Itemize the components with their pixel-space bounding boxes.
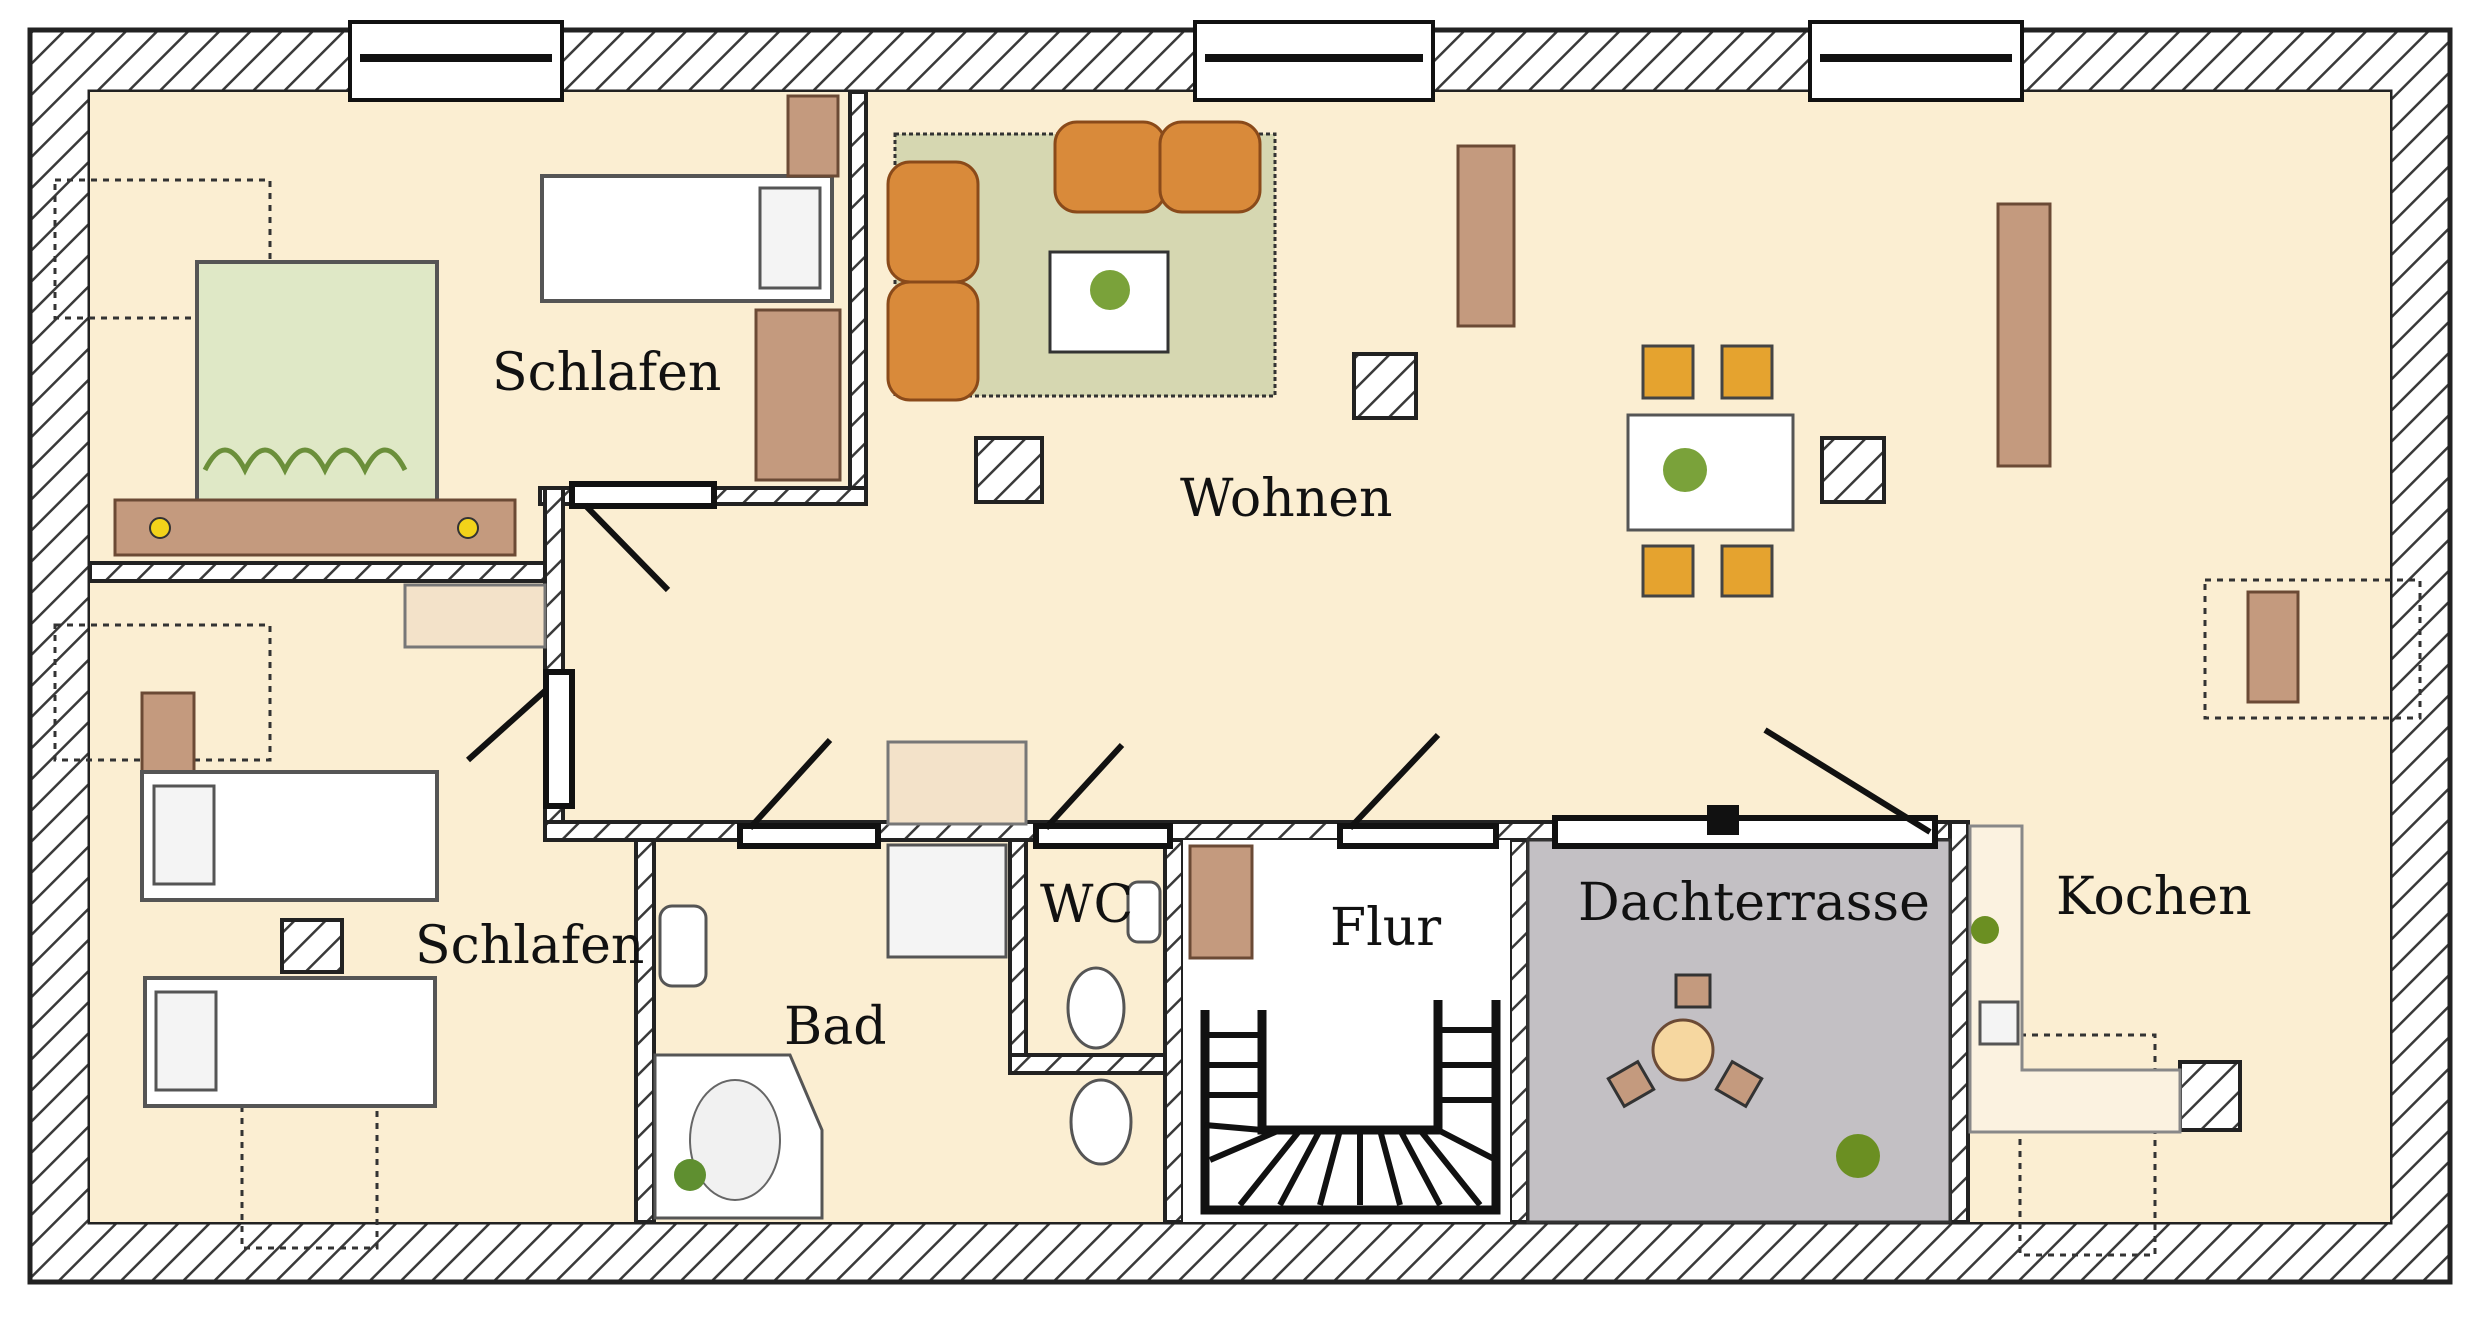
door-frame <box>1033 823 1173 849</box>
door-frame <box>1552 815 1938 849</box>
skylight-outline <box>2018 1033 2157 1257</box>
room-label-wc: WC <box>1040 875 1133 935</box>
toilet-icon <box>1066 966 1126 1050</box>
chair-icon <box>1720 544 1774 598</box>
pillar-icon <box>1820 436 1886 504</box>
door-swing-icon <box>1347 732 1441 831</box>
chair-icon <box>1674 973 1712 1009</box>
doors <box>465 481 1938 849</box>
pillar-icon <box>1352 352 1418 420</box>
door-swing-icon <box>747 737 833 831</box>
door-swing-icon <box>1763 727 1932 835</box>
cabinet <box>1188 844 1254 960</box>
bedside-lamp-icon <box>457 517 479 539</box>
plant-icon <box>674 1159 706 1191</box>
pillow-icon <box>152 784 216 886</box>
interior-walls <box>88 90 1970 1224</box>
skylight-outline <box>240 1028 379 1250</box>
windows <box>348 20 2024 102</box>
armchair-icon <box>886 280 980 402</box>
dresser <box>403 583 547 649</box>
bedside-lamp-icon <box>149 517 171 539</box>
shower-tray <box>886 843 1008 959</box>
room-label-schlafen-top: Schlafen <box>492 343 721 403</box>
room-label-schlafen-bottom: Schlafen <box>415 916 644 976</box>
pillar-icon <box>974 436 1044 504</box>
armchair-icon <box>886 160 980 284</box>
bench <box>886 740 1028 826</box>
dining-table <box>1626 413 1795 532</box>
room-label-flur: Flur <box>1330 898 1441 958</box>
living-room-furniture <box>886 120 2300 826</box>
washbasin-icon <box>1126 880 1162 944</box>
door-frame <box>1337 823 1499 849</box>
plant-icon <box>1836 1134 1880 1178</box>
door-frame <box>543 669 575 809</box>
wall-bedroom-divider <box>88 561 548 583</box>
wall-bath-left <box>634 838 656 1224</box>
plant-icon <box>1971 916 1999 944</box>
door-swing-icon <box>582 502 671 593</box>
skylight-outline <box>2203 578 2422 720</box>
window-3 <box>1808 20 2024 102</box>
chair-icon <box>1641 344 1695 400</box>
cabinet <box>2246 590 2300 704</box>
sofa-icon <box>1158 120 1262 214</box>
pillow-icon <box>154 990 218 1092</box>
room-label-kochen: Kochen <box>2056 867 2252 927</box>
washbasin-icon <box>658 904 708 988</box>
bathtub-basin <box>689 1079 781 1201</box>
plant-icon <box>1663 448 1707 492</box>
stair-steps <box>1204 1027 1498 1207</box>
chair-icon <box>1606 1059 1656 1109</box>
kitchen-counter <box>1968 824 2182 1134</box>
cabinet <box>140 691 196 780</box>
plant-icon <box>1090 270 1130 310</box>
pillow-icon <box>758 186 822 290</box>
kitchen-furniture <box>1968 824 2182 1134</box>
bath-furniture <box>653 843 1254 1220</box>
bed-blanket-fringe-icon <box>202 447 408 476</box>
pillars <box>280 352 2242 1132</box>
wall-wc-bottom <box>1008 1053 1167 1075</box>
wall-terrace-right <box>1948 820 1970 1224</box>
door-frame <box>737 823 881 849</box>
wall-bath-wc-right <box>1163 838 1185 1224</box>
window-1 <box>348 20 564 102</box>
wall-top-bedroom-living-vertical <box>848 90 868 504</box>
room-label-dachterrasse: Dachterrasse <box>1578 873 1930 933</box>
sofa-icon <box>1053 120 1167 214</box>
wall-wc-left <box>1008 838 1028 1062</box>
sideboard <box>1996 202 2052 468</box>
round-table <box>1651 1018 1715 1082</box>
door-swing-icon <box>1043 742 1125 831</box>
bedroom-bottom-furniture <box>140 583 547 1108</box>
bedroom-top-furniture <box>113 94 842 557</box>
room-label-wohnen: Wohnen <box>1180 469 1392 529</box>
wall-flur-right <box>1508 838 1530 1224</box>
chair-icon <box>1714 1059 1764 1109</box>
chair-icon <box>1641 544 1695 598</box>
sink-icon <box>1978 1000 2020 1046</box>
door-handle-icon <box>1707 805 1739 835</box>
double-bed <box>195 260 439 526</box>
pillar-icon <box>280 918 344 974</box>
skylight-outline <box>53 178 272 320</box>
room-label-bad: Bad <box>784 997 887 1057</box>
pillar-icon <box>2178 1060 2242 1132</box>
staircase <box>1200 1000 1501 1215</box>
window-2 <box>1193 20 1435 102</box>
door-swing-icon <box>465 687 549 763</box>
wardrobe <box>754 308 842 482</box>
chair-icon <box>1720 344 1774 400</box>
terrace-furniture <box>1606 973 1880 1178</box>
sideboard <box>1456 144 1516 328</box>
toilet-icon <box>1069 1078 1133 1166</box>
wardrobe <box>786 94 840 178</box>
door-frame <box>569 481 717 509</box>
headboard <box>113 498 517 557</box>
